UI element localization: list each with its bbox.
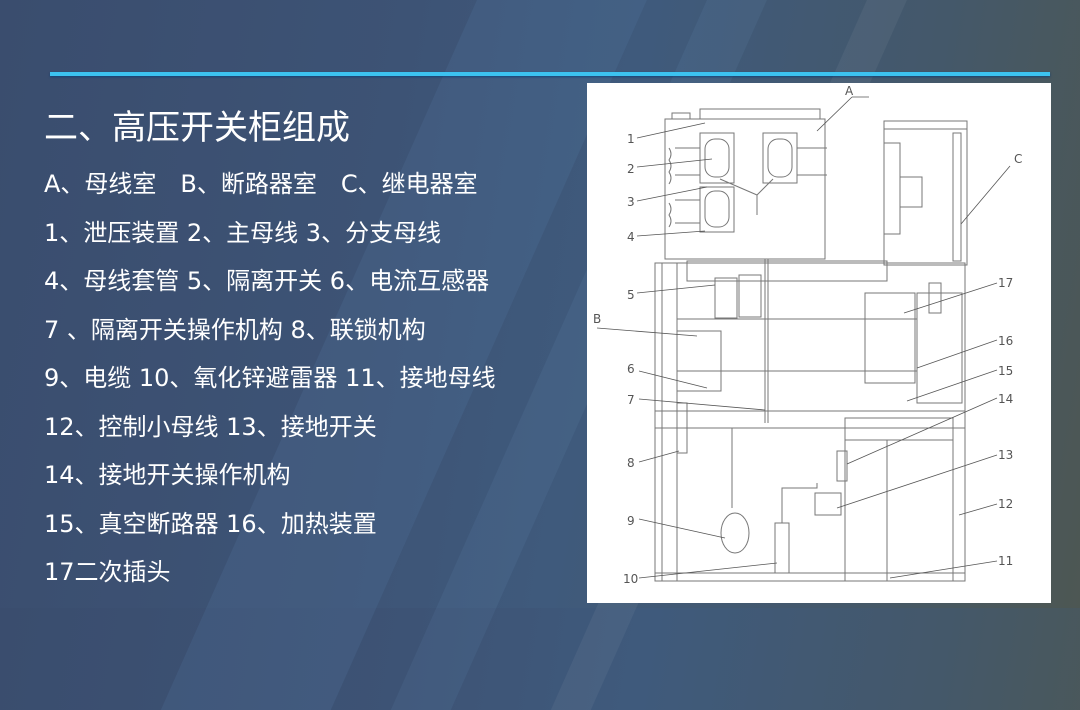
label-6: 6 bbox=[627, 362, 635, 376]
label-11: 11 bbox=[998, 554, 1013, 568]
label-10: 10 bbox=[623, 572, 638, 586]
label-2: 2 bbox=[627, 162, 635, 176]
list-item: 4、母线套管 5、隔离开关 6、电流互感器 bbox=[44, 267, 490, 295]
label-12: 12 bbox=[998, 497, 1013, 511]
list-item: 7 、隔离开关操作机构 8、联锁机构 bbox=[44, 315, 426, 344]
label-4: 4 bbox=[627, 230, 635, 244]
list-item: 14、接地开关操作机构 bbox=[44, 461, 291, 489]
list-item: 15、真空断路器 16、加热装置 bbox=[44, 509, 377, 538]
label-7: 7 bbox=[627, 393, 635, 407]
label-A: A bbox=[845, 84, 854, 98]
label-B: B bbox=[593, 312, 601, 326]
label-13: 13 bbox=[998, 448, 1013, 462]
label-14: 14 bbox=[998, 392, 1013, 406]
label-3: 3 bbox=[627, 195, 635, 209]
list-item: 1、泄压装置 2、主母线 3、分支母线 bbox=[44, 218, 442, 247]
title-divider bbox=[50, 72, 1050, 76]
list-item: 17二次插头 bbox=[44, 558, 171, 586]
label-9: 9 bbox=[627, 514, 635, 528]
label-16: 16 bbox=[998, 334, 1013, 348]
page-title: 二、高压开关柜组成 bbox=[44, 108, 350, 148]
label-17: 17 bbox=[998, 276, 1013, 290]
component-list: A、母线室 B、断路器室 C、继电器室 1、泄压装置 2、主母线 3、分支母线 … bbox=[44, 164, 496, 601]
list-item: A、母线室 B、断路器室 C、继电器室 bbox=[44, 170, 478, 198]
switchgear-diagram: A B C 1 2 3 4 5 6 7 8 9 10 11 12 13 14 1… bbox=[587, 83, 1051, 603]
list-item: 9、电缆 10、氧化锌避雷器 11、接地母线 bbox=[44, 364, 496, 392]
label-15: 15 bbox=[998, 364, 1013, 378]
switchgear-drawing: A B C 1 2 3 4 5 6 7 8 9 10 11 12 13 14 1… bbox=[593, 84, 1022, 586]
label-5: 5 bbox=[627, 288, 635, 302]
label-C: C bbox=[1014, 152, 1022, 166]
list-item: 12、控制小母线 13、接地开关 bbox=[44, 412, 377, 441]
label-1: 1 bbox=[627, 132, 635, 146]
label-8: 8 bbox=[627, 456, 635, 470]
